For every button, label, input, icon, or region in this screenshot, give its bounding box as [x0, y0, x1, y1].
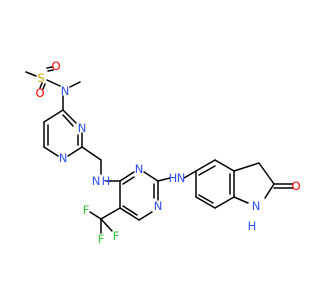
bond: [233, 162, 260, 172]
atom-nitrogen: N: [92, 174, 101, 188]
bond: [198, 165, 216, 176]
atom-nitrogen: N: [61, 84, 70, 98]
atom-sulfur: S: [37, 71, 44, 85]
atom-nitrogen: N: [154, 199, 163, 213]
bond: [122, 205, 138, 216]
bond: [46, 66, 53, 69]
bond: [43, 146, 59, 157]
bond: [43, 109, 64, 123]
atom-label-layer: S O O N N N N H N N H N F F F N H O: [35, 59, 300, 246]
bond: [214, 159, 235, 172]
bond: [122, 176, 135, 185]
bond: [195, 159, 216, 172]
atom-nitrogen: N: [252, 199, 261, 213]
atom-nitrogen: N: [177, 171, 186, 185]
molecule-diagram: S O O N N N N H N N H N F F F N H O: [25, 59, 300, 246]
bond: [81, 146, 102, 161]
bond: [62, 109, 77, 124]
bond: [100, 218, 113, 232]
bond: [62, 114, 74, 127]
bond-layer: [25, 66, 294, 234]
bond: [25, 71, 37, 77]
atom-oxygen: O: [291, 179, 300, 193]
atom-fluorine: F: [83, 203, 90, 217]
bond: [47, 69, 54, 72]
bond: [138, 211, 153, 221]
bond: [157, 177, 171, 182]
bond: [119, 171, 135, 182]
molecule-structure: S O O N N N N H N N H N F F F N H O: [25, 59, 300, 246]
bond: [89, 211, 102, 220]
bond: [69, 81, 81, 88]
bond: [39, 82, 43, 89]
bond: [233, 196, 249, 204]
atom-nitrogen: N: [135, 162, 144, 176]
bond: [195, 196, 216, 209]
atom-oxygen: O: [35, 86, 44, 100]
atom-nitrogen: N: [78, 121, 87, 135]
atom-nitrogen: N: [59, 151, 68, 165]
bond: [67, 146, 83, 157]
bond: [264, 183, 275, 199]
bond: [183, 170, 197, 179]
bond: [143, 171, 159, 182]
atom-hydrogen: H: [102, 174, 111, 188]
atom-hydrogen: H: [169, 171, 178, 185]
bond: [42, 83, 46, 90]
bond: [100, 207, 121, 220]
atom-hydrogen: H: [248, 219, 257, 233]
bond: [198, 194, 214, 204]
atom-oxygen: O: [51, 59, 60, 73]
bond: [46, 79, 61, 87]
bond: [214, 196, 235, 209]
atom-fluorine: F: [98, 232, 105, 246]
bond: [258, 162, 275, 185]
atom-fluorine: F: [113, 229, 120, 243]
bond: [119, 207, 140, 221]
